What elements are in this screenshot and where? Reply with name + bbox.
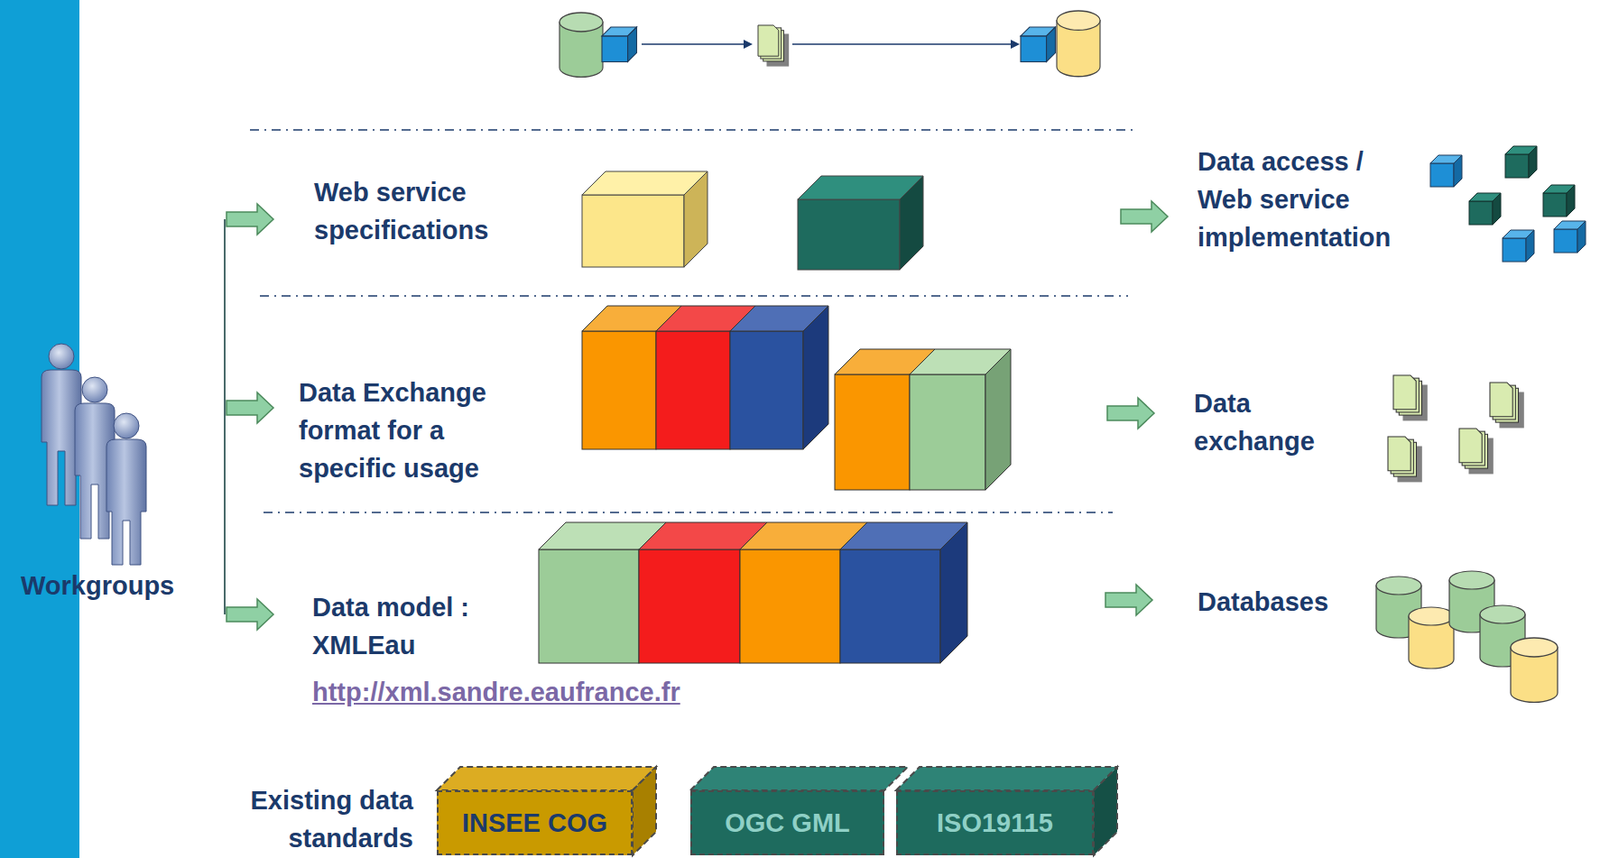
box-text: INSEE COG (462, 807, 608, 839)
standard-box: OGC GML (690, 790, 885, 856)
link-text: http://xml.sandre.eaufrance.fr (312, 673, 818, 712)
result-label: Databases (1197, 582, 1369, 621)
result-label: Data exchange (1193, 384, 1361, 461)
standards-label: Existing data standards (196, 781, 414, 858)
layer-label: Web service specifications (314, 173, 540, 250)
layer-label: Data Exchange format for a specific usag… (298, 373, 543, 488)
result-label: Data access / Web service implementation (1197, 142, 1422, 257)
box-text: OGC GML (724, 807, 851, 839)
standard-box: ISO19115 (896, 790, 1094, 856)
group-label: Workgroups (20, 566, 238, 605)
standard-box: INSEE COG (436, 790, 633, 856)
box-text: ISO19115 (936, 807, 1054, 839)
layer-label: Data model : XMLEau (312, 588, 522, 665)
